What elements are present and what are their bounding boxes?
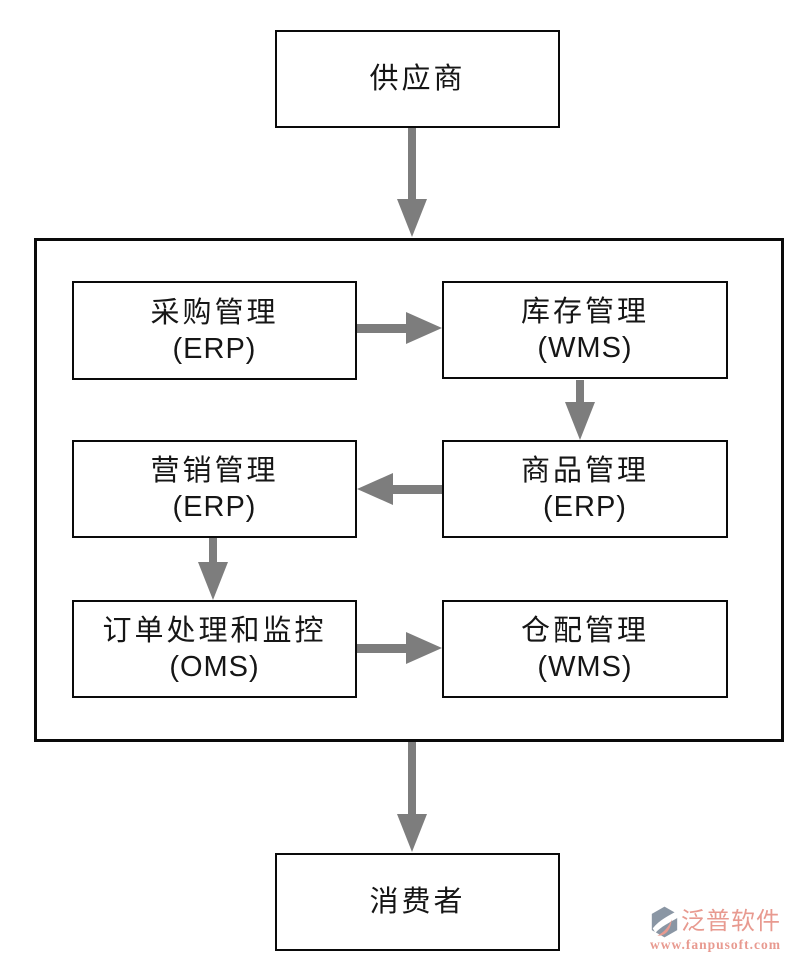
module-system: (ERP)	[172, 491, 257, 523]
arrow-product-to-marketing	[357, 473, 442, 505]
arrow-inventory-to-product	[565, 380, 595, 440]
arrow-down-head-icon	[565, 402, 595, 440]
system-boundary-box	[34, 238, 784, 742]
consumer-label: 消费者	[369, 886, 466, 918]
arrow-right-head-icon	[406, 312, 442, 344]
module-name: 库存管理	[520, 296, 649, 328]
module-name: 营销管理	[150, 455, 279, 487]
node-warehouse-wms: 仓配管理 (WMS)	[442, 600, 728, 698]
arrow-shaft	[393, 484, 442, 494]
module-system: (ERP)	[543, 491, 627, 523]
arrow-shaft	[209, 538, 217, 562]
watermark: 泛普软件 www.fanpusoft.com	[650, 905, 792, 953]
node-consumer: 消费者	[275, 853, 560, 951]
module-name: 商品管理	[520, 455, 649, 487]
arrow-down-head-icon	[198, 562, 228, 600]
module-name: 采购管理	[150, 296, 279, 329]
arrow-supplier-to-system	[397, 128, 427, 237]
arrow-system-to-consumer	[397, 742, 427, 852]
arrow-order-to-warehouse	[357, 632, 442, 664]
fanpu-logo-icon	[651, 906, 679, 938]
node-marketing-erp: 营销管理 (ERP)	[72, 440, 357, 538]
module-system: (OMS)	[169, 651, 260, 683]
arrow-shaft	[408, 742, 416, 814]
arrow-procurement-to-inventory	[357, 312, 442, 344]
module-name: 仓配管理	[520, 615, 649, 647]
watermark-url: www.fanpusoft.com	[650, 937, 782, 952]
arrow-shaft	[408, 128, 416, 199]
module-system: (ERP)	[172, 332, 257, 365]
arrow-shaft	[357, 643, 406, 653]
arrow-left-head-icon	[357, 473, 393, 505]
node-supplier: 供应商	[275, 30, 560, 128]
module-system: (WMS)	[537, 651, 633, 683]
node-product-erp: 商品管理 (ERP)	[442, 440, 728, 538]
arrow-shaft	[576, 380, 584, 402]
node-inventory-wms: 库存管理 (WMS)	[442, 281, 728, 379]
supplier-label: 供应商	[369, 63, 466, 95]
watermark-brand: 泛普软件	[681, 908, 781, 935]
node-order-oms: 订单处理和监控 (OMS)	[72, 600, 357, 698]
arrow-shaft	[357, 323, 406, 333]
arrow-down-head-icon	[397, 199, 427, 237]
module-system: (WMS)	[537, 332, 633, 364]
arrow-marketing-to-order	[198, 538, 228, 600]
module-name: 订单处理和监控	[102, 615, 327, 647]
arrow-down-head-icon	[397, 814, 427, 852]
node-procurement-erp: 采购管理 (ERP)	[72, 281, 357, 380]
arrow-right-head-icon	[406, 632, 442, 664]
